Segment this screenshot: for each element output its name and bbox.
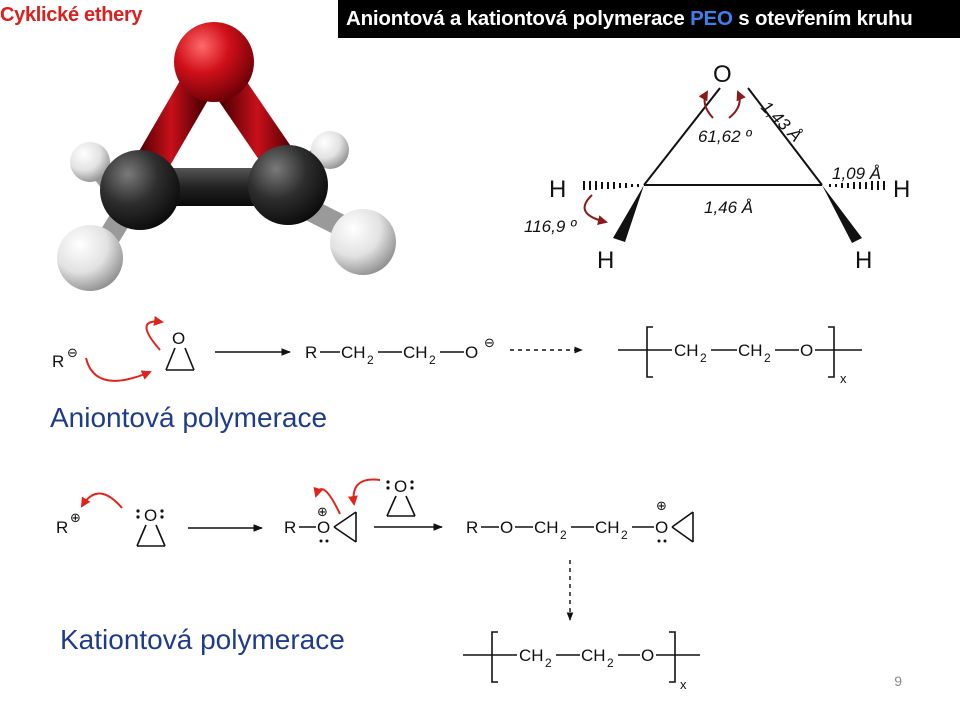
wedge-bond-right <box>822 185 862 243</box>
anionic-initiator-r: R <box>52 352 64 371</box>
atom-h-bottom-right: H <box>855 247 872 274</box>
alkoxide-r: R <box>305 343 317 362</box>
chain-o: O <box>500 518 513 537</box>
title-accent: PEO <box>690 7 733 30</box>
alkoxide-intermediate: R CH 2 CH 2 O ⊖ <box>305 335 495 367</box>
cpolymer-repeat-x: x <box>680 677 687 692</box>
bond-co-right <box>747 87 823 186</box>
atom-h-left: H <box>549 176 566 203</box>
slide-title: Aniontová a kationtová polymerace PEO s … <box>338 0 960 38</box>
oxonium-ion: R O ⊕ <box>284 504 357 543</box>
atom-h-right: H <box>893 176 910 203</box>
angle-arrow-left <box>698 90 714 119</box>
anionic-label: Aniontová polymerace <box>50 402 328 433</box>
atom-h-bottom-left: H <box>597 247 614 274</box>
polymer-o: O <box>800 341 813 360</box>
electron-arrow-initiation <box>80 492 123 509</box>
cationic-scheme: R ⊕ O R O ⊕ O <box>56 477 700 692</box>
anionic-polymer-product: CH 2 CH 2 O x <box>618 326 862 386</box>
cpolymer-sub-2: 2 <box>607 656 614 670</box>
alkoxide-ch-2: CH <box>403 343 428 362</box>
alkoxide-charge: ⊖ <box>484 335 495 350</box>
anionic-scheme: R ⊖ O R CH 2 CH 2 O ⊖ CH 2 <box>52 315 862 386</box>
cpolymer-o: O <box>641 646 654 665</box>
hydrogen-atom <box>70 142 110 182</box>
bond-co-left <box>643 87 721 186</box>
angle-hch-arrow <box>583 194 608 226</box>
cpolymer-sub-1: 2 <box>545 656 552 670</box>
chain-sub-1: 2 <box>560 528 567 542</box>
wedge-bond-left <box>613 185 644 242</box>
cationic-label: Kationtová polymerace <box>60 624 345 655</box>
carbon-atom <box>248 145 328 225</box>
epoxide-ring-lone-pairs: O <box>136 506 166 547</box>
oxonium-o: O <box>317 518 330 537</box>
anionic-initiator-charge: ⊖ <box>67 345 78 360</box>
chain-ch-1: CH <box>534 518 559 537</box>
cationic-initiator-charge: ⊕ <box>70 510 81 525</box>
polymer-repeat-x: x <box>840 371 847 386</box>
bond-cc-label: 1,46 Å <box>704 198 753 217</box>
corner-title: Cyklické ethery <box>0 4 143 26</box>
title-suffix: s otevřením kruhu <box>732 7 913 30</box>
epoxide-oxygen: O <box>172 329 185 348</box>
chain-oxonium-charge: ⊕ <box>656 498 667 513</box>
hashed-bond-left <box>583 181 639 190</box>
bond-ch-label: 1,09 Å <box>832 164 881 183</box>
carbon-atom <box>100 150 180 230</box>
monomer-oxygen: O <box>394 477 407 496</box>
cationic-polymer-product: CH 2 CH 2 O x <box>463 631 700 692</box>
electron-arrow-ring-open-c <box>313 486 341 515</box>
electron-arrow-attack <box>85 357 152 382</box>
hashed-bond-right <box>829 181 885 190</box>
epoxide-ring: O <box>165 329 195 371</box>
chain-sub-2: 2 <box>621 528 628 542</box>
angle-hch-label: 116,9 º <box>524 217 577 236</box>
alkoxide-sub-2: 2 <box>429 353 436 367</box>
chain-oxonium-o: O <box>655 518 668 537</box>
atom-o: O <box>713 61 732 88</box>
polymer-ch-1: CH <box>674 341 699 360</box>
ethylene-oxide-geometry: O H H H H 61,62 º 1,43 Å 1,09 Å 1,46 Å <box>524 61 910 274</box>
oxygen-atom <box>174 22 254 102</box>
angle-coc-label: 61,62 º <box>698 127 752 146</box>
chain-r: R <box>466 518 478 537</box>
hydrogen-atom <box>330 209 396 275</box>
cpolymer-ch-2: CH <box>581 646 606 665</box>
electron-arrow-ring-open <box>145 315 164 351</box>
ethylene-oxide-3d-model <box>57 22 396 291</box>
hydrogen-atom <box>57 225 123 291</box>
electron-arrow-monomer-attack <box>347 478 381 506</box>
oxonium-charge: ⊕ <box>317 504 328 519</box>
alkoxide-sub-1: 2 <box>367 353 374 367</box>
angle-arrow-right <box>728 90 746 119</box>
cpolymer-ch-1: CH <box>519 646 544 665</box>
oxonium-r: R <box>284 518 296 537</box>
hydrogen-atom <box>311 131 349 169</box>
page-number: 9 <box>894 673 902 689</box>
polymer-sub-1: 2 <box>700 351 707 365</box>
propagating-oxonium-chain: R O CH 2 CH 2 O ⊕ <box>466 498 694 543</box>
chain-ch-2: CH <box>595 518 620 537</box>
polymer-ch-2: CH <box>738 341 763 360</box>
title-prefix: Aniontová a kationtová polymerace <box>346 7 691 30</box>
bond-co-label: 1,43 Å <box>757 97 805 145</box>
epoxide-oxygen-c: O <box>144 506 157 525</box>
alkoxide-ch-1: CH <box>341 343 366 362</box>
alkoxide-o: O <box>465 343 478 362</box>
epoxide-monomer: O <box>386 477 416 517</box>
cationic-initiator-r: R <box>56 518 68 537</box>
polymer-sub-2: 2 <box>764 351 771 365</box>
